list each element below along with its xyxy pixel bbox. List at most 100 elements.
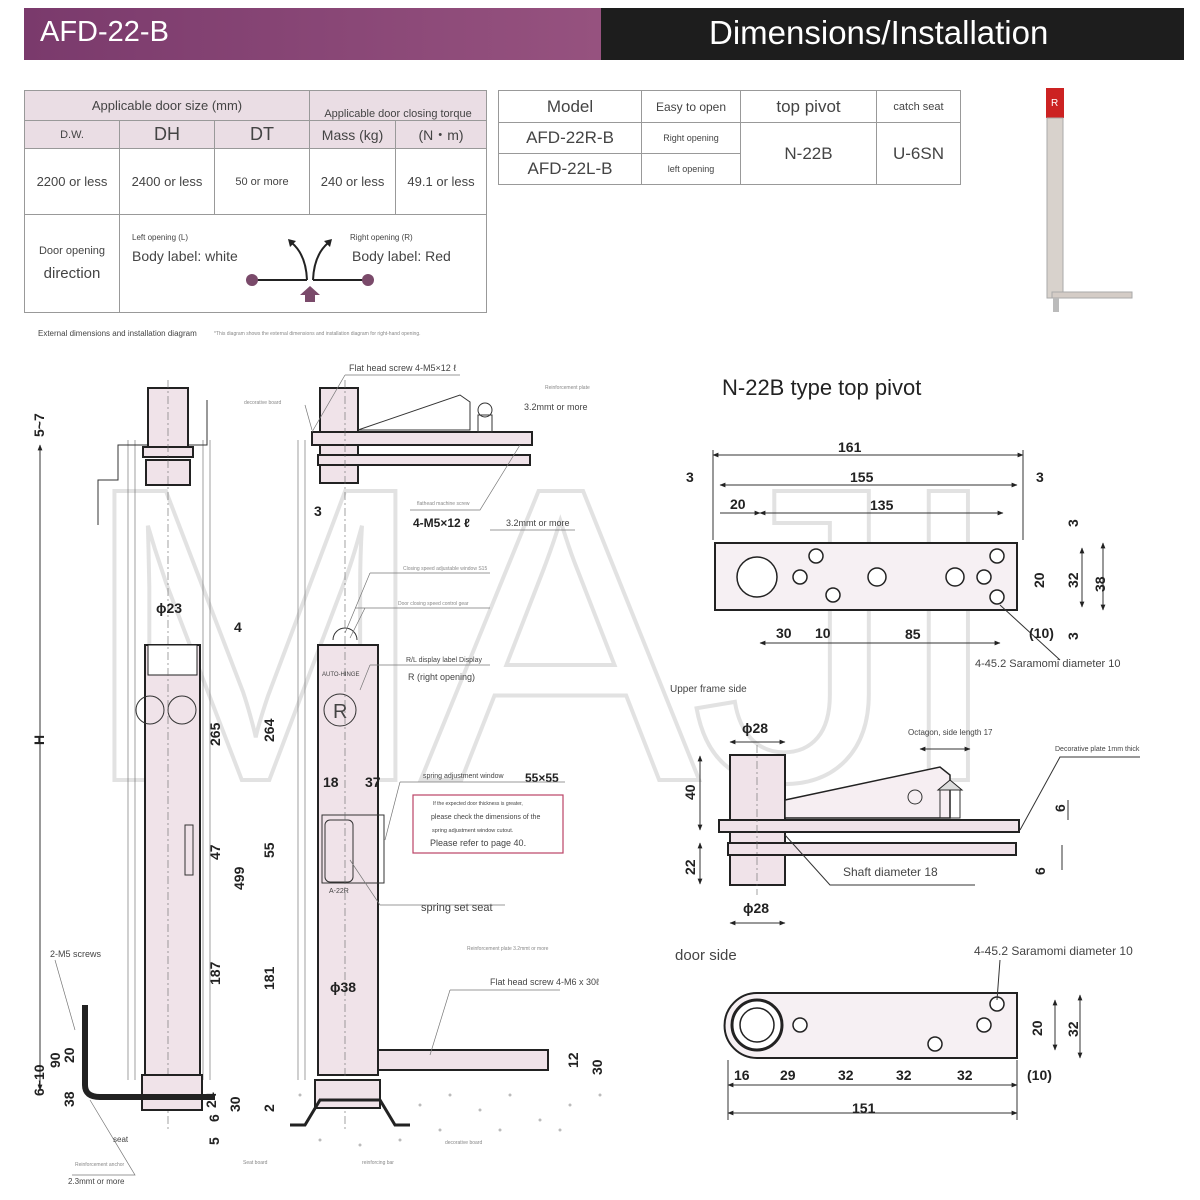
left-opening: Left opening (L) [132,233,189,242]
door-dim-16: 16 [734,1067,750,1083]
octagon-label: Octagon, side length 17 [908,728,993,737]
dim-18: 18 [323,774,339,790]
dim-3: 3 [314,503,322,519]
callout-reinforcing: reinforcing bar [362,1160,394,1166]
model-r: AFD-22R-B [498,122,642,154]
decorative-plate-label: Decorative plate 1mm thick [1055,746,1140,753]
body-brand-label: AUTO-HINGE [322,672,360,678]
note-line-2: please check the dimensions of the [431,814,540,821]
right-opening: Right opening (R) [350,233,413,242]
dim-3a: 3 [686,469,694,485]
dim-30: 30 [776,625,792,641]
front-view-drawing [37,380,215,1130]
col-dh: DH [119,120,215,149]
door-dim-10p: (10) [1027,1067,1052,1083]
dim-161: 161 [838,439,862,455]
dim-3c: 3 [1065,519,1081,527]
top-pivot-value: N-22B [740,122,877,185]
dim-24: 24 [203,1092,219,1108]
col-mass: Mass (kg) [308,120,397,149]
pivot-title: N-22B type top pivot [722,375,921,400]
dim-5: 5 [206,1137,222,1145]
door-dim-32c: 32 [957,1067,973,1083]
section-header: Dimensions/Installation [601,8,1184,60]
door-dim-151: 151 [852,1100,876,1116]
dim-499: 499 [231,866,247,890]
callout-m5-screws: 2-M5 screws [50,949,102,959]
dim-32: 32 [1065,572,1081,588]
dim-6: 6 [206,1114,222,1122]
dim-38: 38 [61,1091,77,1107]
dim-38: 38 [1092,576,1108,592]
dim-phi23: ϕ23 [156,600,182,616]
callout-decorative-board-2: decorative board [445,1140,482,1146]
dim-2: 2 [261,1104,277,1112]
right-body-label: Body label: Red [352,248,451,264]
callout-m5: 4-M5×12 ℓ [413,516,470,530]
door-direction-icon [246,239,374,302]
note-line-1: If the expected door thickness is greate… [433,801,523,807]
dim-47: 47 [207,844,223,860]
body-model-label: A-22R [329,888,349,895]
top-pivot-drawing: N-22B type top pivot 161 3 155 3 20 135 … [670,375,1140,1120]
door-dim-32b: 32 [896,1067,912,1083]
dim-6-10: 6~10 [31,1064,47,1096]
door-dim-32: 32 [1065,1021,1081,1037]
door-dim-20: 20 [1029,1020,1045,1036]
dim-3b: 3 [1036,469,1044,485]
shaft-label: Shaft diameter 18 [843,865,938,879]
dim-265: 265 [207,722,223,746]
door-size-header: Applicable door size (mm) [24,90,310,121]
dim-30: 30 [227,1096,243,1112]
spec-table: Applicable door size (mm)Applicable door… [24,90,487,313]
left-body-label: Body label: white [132,248,238,264]
dim-20v: 20 [1031,572,1047,588]
callout-flat-screw-top: Flat head screw 4-M5×12 ℓ [349,363,457,373]
callout-control-gear: Door closing speed control gear [398,601,469,607]
door-holes-label: 4-45.2 Saramomi diameter 10 [974,944,1133,958]
mass-value: 240 or less [308,148,397,215]
dim-6a: 6 [1052,804,1068,812]
door-dim-32a: 32 [838,1067,854,1083]
callout-spring-seat: spring set seat [421,902,493,914]
photo-label: R [1051,98,1058,109]
dim-6b: 6 [1032,867,1048,875]
callout-seat-board: Seat board [243,1160,268,1166]
dim-h: H [31,735,47,745]
callout-mmt2: 3.2mmt or more [506,518,570,528]
product-photo: R [1046,88,1133,312]
open-l: left opening [641,153,741,185]
dim-135: 135 [870,497,894,513]
callout-spring-size: 55×55 [525,771,559,785]
dim-20: 20 [730,496,746,512]
dim-37: 37 [365,774,381,790]
note-line-3: spring adjustment window cutout. [432,828,514,834]
callout-decorative-board: decorative board [244,400,281,406]
col-dt: DT [214,120,310,149]
catch-seat-value: U-6SN [876,122,961,185]
dim-20: 20 [61,1047,77,1063]
direction-label-1: Door opening [38,245,106,257]
callout-seat: seat [113,1135,129,1144]
col-seat: catch seat [876,90,961,123]
dim-4: 4 [234,619,242,635]
diagram-labels: 5~7 H ϕ23 4 265 264 47 499 187 181 55 18… [31,363,605,1186]
diagram-note: *This diagram shows the external dimensi… [214,331,421,337]
dim-90: 90 [47,1052,63,1068]
callout-reinforcement-anchor: Reinforcement anchor [75,1162,125,1168]
dim-10p: (10) [1029,625,1054,641]
callout-mmt3: 2.3mmt or more [68,1177,125,1186]
body-r-label: R [333,701,347,723]
diagram-title: External dimensions and installation dia… [38,329,197,338]
callout-flat-screw-bottom: Flat head screw 4-M6 x 30ℓ [490,977,600,987]
dim-40: 40 [682,784,698,800]
door-dim-29: 29 [780,1067,796,1083]
dim-22: 22 [682,859,698,875]
upper-frame-label: Upper frame side [670,684,747,695]
plan-holes-label: 4-45.2 Saramomi diameter 10 [975,658,1121,670]
dim-155: 155 [850,469,874,485]
dim-5-7: 5~7 [31,413,47,437]
col-torque: (N・m) [395,120,487,149]
